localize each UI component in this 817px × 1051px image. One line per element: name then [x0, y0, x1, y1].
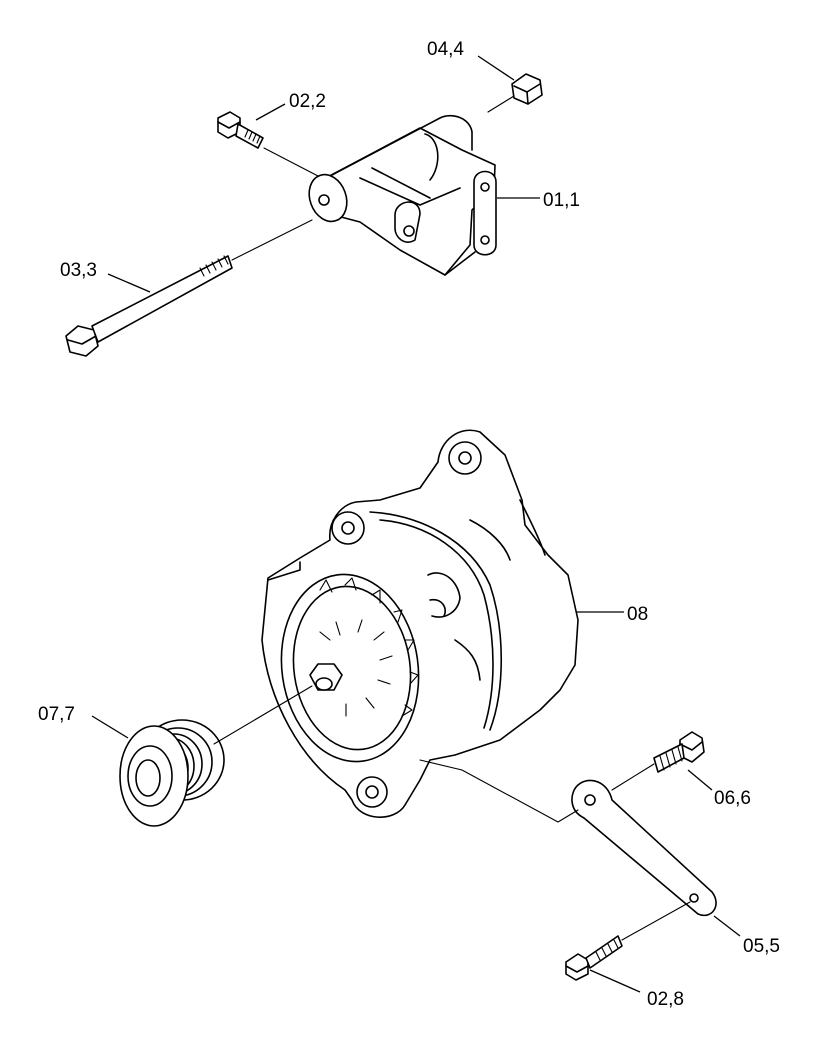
nut-part-04-4	[511, 73, 543, 105]
callout-08: 08	[627, 604, 648, 625]
bolt-part-06-6	[653, 731, 705, 773]
adjusting-link-part-05-5	[571, 779, 717, 917]
bolt-part-03-3	[65, 255, 233, 357]
top-assembly-lines	[231, 95, 515, 261]
callout-03-3: 03,3	[60, 260, 97, 281]
pulley-part-07-7	[119, 719, 225, 827]
callout-05-5: 05,5	[743, 936, 780, 957]
callout-04-4: 04,4	[427, 39, 464, 60]
bolt-part-02-2	[217, 111, 264, 149]
bottom-assembly-lines	[213, 685, 691, 941]
callout-02-2: 02,2	[289, 91, 326, 112]
bolt-part-02-8	[565, 935, 623, 981]
callout-07-7: 07,7	[38, 704, 75, 725]
bracket-part-01-1	[308, 114, 497, 276]
callout-02-8: 02,8	[647, 989, 684, 1010]
alternator-part-08	[261, 429, 579, 818]
callout-06-6: 06,6	[714, 788, 751, 809]
callout-leaders	[91, 55, 741, 993]
callout-01-1: 01,1	[543, 190, 580, 211]
